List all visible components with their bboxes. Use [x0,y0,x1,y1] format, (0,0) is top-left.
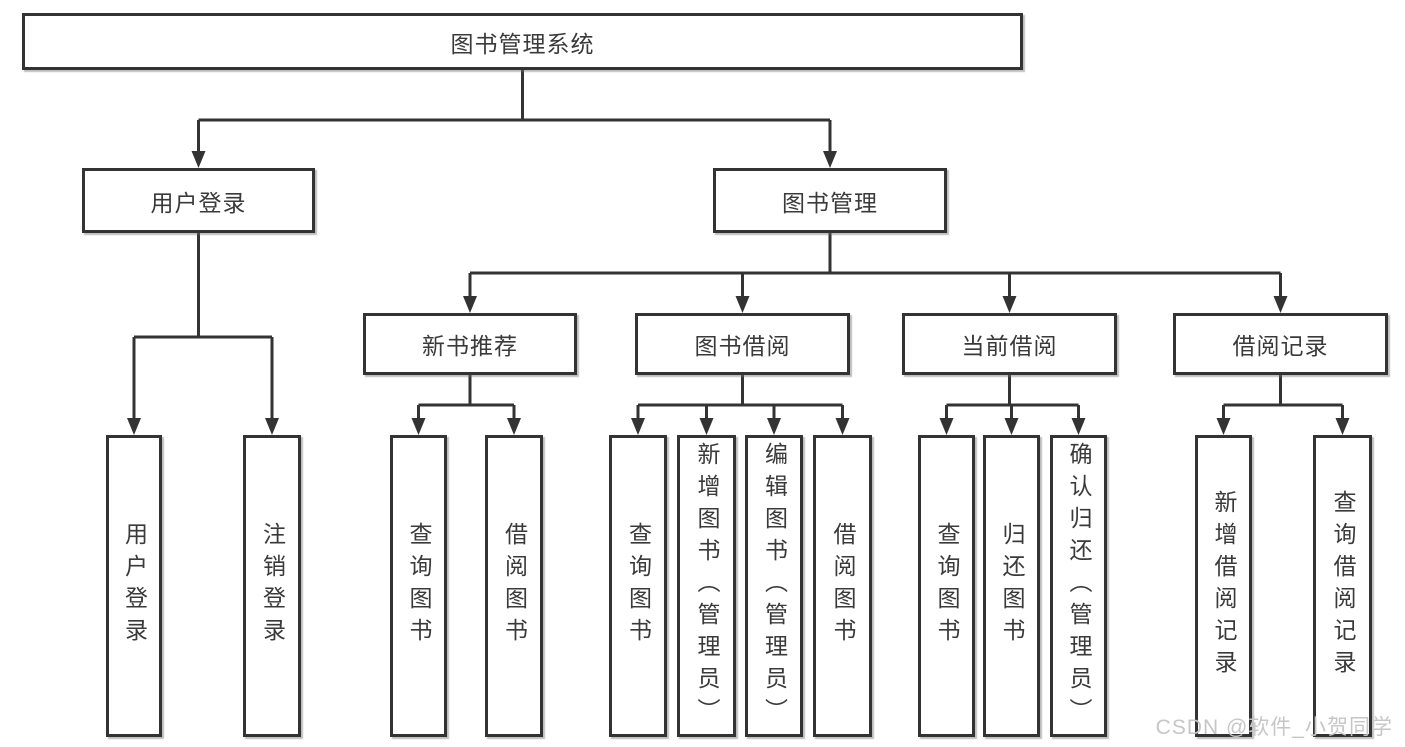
leaf-edit-books-admin-label: 编辑图书（管理员） [761,442,788,730]
leaf-add-borrow-record: 新增借阅记录 [1195,435,1252,737]
leaf-query-books-borrowing: 查询图书 [609,435,667,737]
leaf-query-borrow-record: 查询借阅记录 [1313,435,1372,737]
leaf-borrow-books-recommend: 借阅图书 [485,435,543,737]
node-library-management-system: 图书管理系统 [22,13,1023,70]
arrowhead-icons [127,151,1350,435]
node-user-login: 用户登录 [82,168,315,233]
leaf-add-books-admin-label: 新增图书（管理员） [694,442,720,730]
leaf-logout: 注销登录 [243,435,301,737]
leaf-borrow-books-borrowing-label: 借阅图书 [830,522,856,650]
leaf-add-books-admin: 新增图书（管理员） [677,435,736,737]
csdn-watermark: CSDN @软件_小贺同学 [1155,716,1393,739]
node-new-book-recommend: 新书推荐 [363,313,577,375]
leaf-edit-books-admin: 编辑图书（管理员） [745,435,803,737]
leaf-return-books: 归还图书 [983,435,1040,737]
leaf-add-borrow-record-label: 新增借阅记录 [1211,490,1237,682]
leaf-logout-label: 注销登录 [259,522,286,650]
node-book-management: 图书管理 [713,168,947,233]
leaf-borrow-books-recommend-label: 借阅图书 [501,522,528,650]
node-book-borrowing: 图书借阅 [635,313,850,375]
node-borrowing-records: 借阅记录 [1173,313,1388,375]
leaf-user-login: 用户登录 [106,435,162,737]
leaf-query-books-current: 查询图书 [918,435,975,737]
leaf-query-borrow-record-label: 查询借阅记录 [1330,490,1356,682]
leaf-borrow-books-borrowing: 借阅图书 [813,435,872,737]
leaf-query-books-recommend-label: 查询图书 [406,522,432,650]
leaf-query-books-borrowing-label: 查询图书 [625,522,652,650]
leaf-confirm-return-admin: 确认归还（管理员） [1050,435,1107,737]
leaf-user-login-label: 用户登录 [121,522,148,650]
leaf-query-books-current-label: 查询图书 [934,522,960,650]
leaf-confirm-return-admin-label: 确认归还（管理员） [1066,442,1092,730]
node-current-borrowing: 当前借阅 [902,313,1117,375]
leaf-return-books-label: 归还图书 [999,522,1025,650]
leaf-query-books-recommend: 查询图书 [390,435,447,737]
